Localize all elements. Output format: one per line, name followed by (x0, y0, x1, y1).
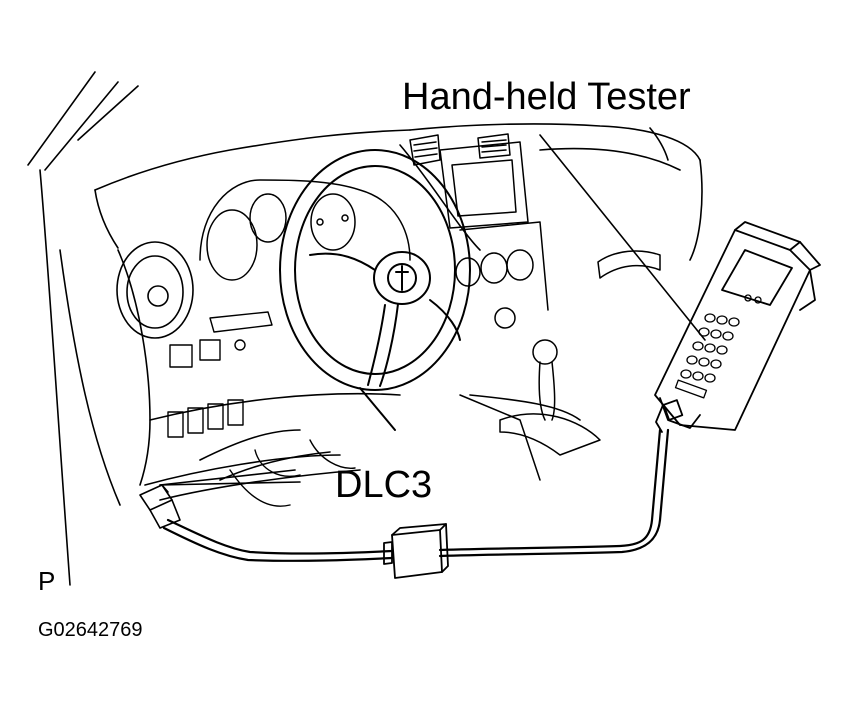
dashboard-lower (117, 249, 581, 501)
hand-held-tester (654, 221, 821, 433)
hand-held-tester-label: Hand-held Tester (402, 76, 691, 118)
switch-panel (167, 311, 273, 438)
dlc3-connector (139, 484, 181, 529)
door-edge (39, 169, 121, 586)
instrument-cluster (199, 179, 411, 281)
figure-id-label: G02642769 (38, 619, 143, 641)
tester-keypad (674, 294, 762, 399)
adapter-box (383, 523, 449, 579)
dlc3-label: DLC3 (335, 464, 433, 506)
tester-cable (162, 428, 670, 562)
dashboard-top (94, 123, 703, 261)
corner-mark-label: P (38, 566, 56, 596)
leader-lines (159, 134, 706, 486)
center-stack (409, 133, 549, 329)
gear-shifter (459, 339, 601, 481)
right-vent (597, 250, 661, 279)
steering-wheel (279, 149, 471, 431)
left-vent (116, 241, 194, 339)
a-pillar (27, 71, 139, 171)
